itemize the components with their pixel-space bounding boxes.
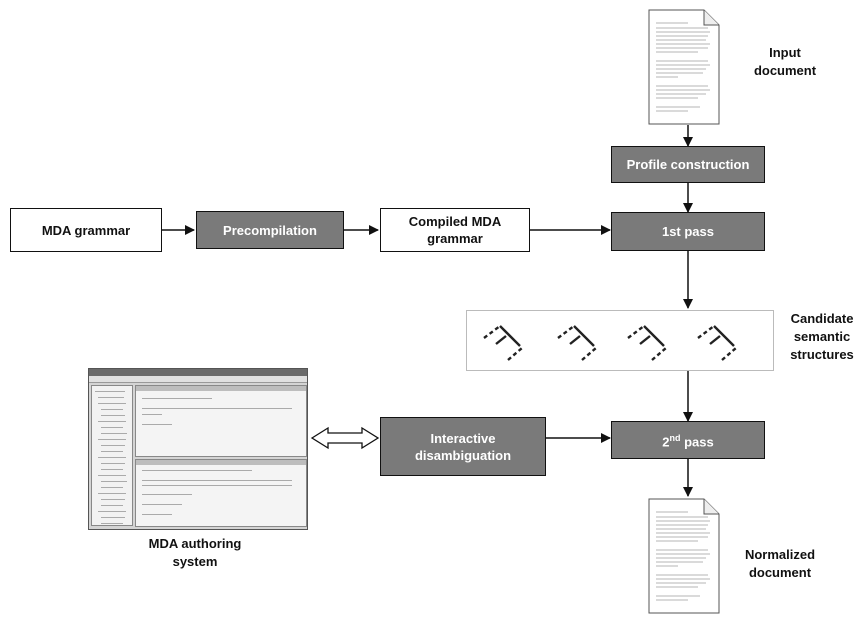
tree-glyph-4 <box>697 325 737 361</box>
app-menubar <box>89 376 307 383</box>
profile-construction-box: Profile construction <box>611 146 765 183</box>
app-editor-pane-bottom <box>135 459 307 527</box>
authoring-system-label: MDA authoring system <box>148 536 242 569</box>
candidate-structures-strip <box>466 310 774 371</box>
tree-glyph-1 <box>483 325 523 361</box>
tree-glyph-3 <box>627 325 667 361</box>
candidate-structures-label: Candidate semantic structures <box>790 311 854 362</box>
tree-glyph-2 <box>557 325 597 361</box>
app-editor-pane-top <box>135 385 307 457</box>
interactive-disambiguation-box: Interactive disambiguation <box>380 417 546 476</box>
compiled-grammar-box: Compiled MDA grammar <box>380 208 530 252</box>
normalized-document-label: Normalized document <box>744 547 816 580</box>
input-document-label: Input document <box>753 45 817 78</box>
mda-grammar-label: MDA grammar <box>41 222 131 238</box>
input-document-icon <box>648 9 720 125</box>
double-arrow <box>310 426 380 450</box>
profile-construction-label: Profile construction <box>626 157 750 172</box>
precompilation-box: Precompilation <box>196 211 344 249</box>
mda-grammar-box: MDA grammar <box>10 208 162 252</box>
precompilation-label: Precompilation <box>223 222 317 238</box>
app-titlebar <box>89 369 307 376</box>
first-pass-label: 1st pass <box>661 224 715 239</box>
compiled-grammar-label: Compiled MDA grammar <box>408 214 502 246</box>
interactive-disambiguation-label: Interactive disambiguation <box>414 430 512 463</box>
app-tree-panel <box>91 385 133 526</box>
second-pass-label: 2nd pass <box>662 432 714 450</box>
normalized-document-icon <box>648 498 720 614</box>
first-pass-box: 1st pass <box>611 212 765 251</box>
second-pass-box: 2nd pass <box>611 421 765 459</box>
authoring-system-screenshot <box>88 368 308 530</box>
